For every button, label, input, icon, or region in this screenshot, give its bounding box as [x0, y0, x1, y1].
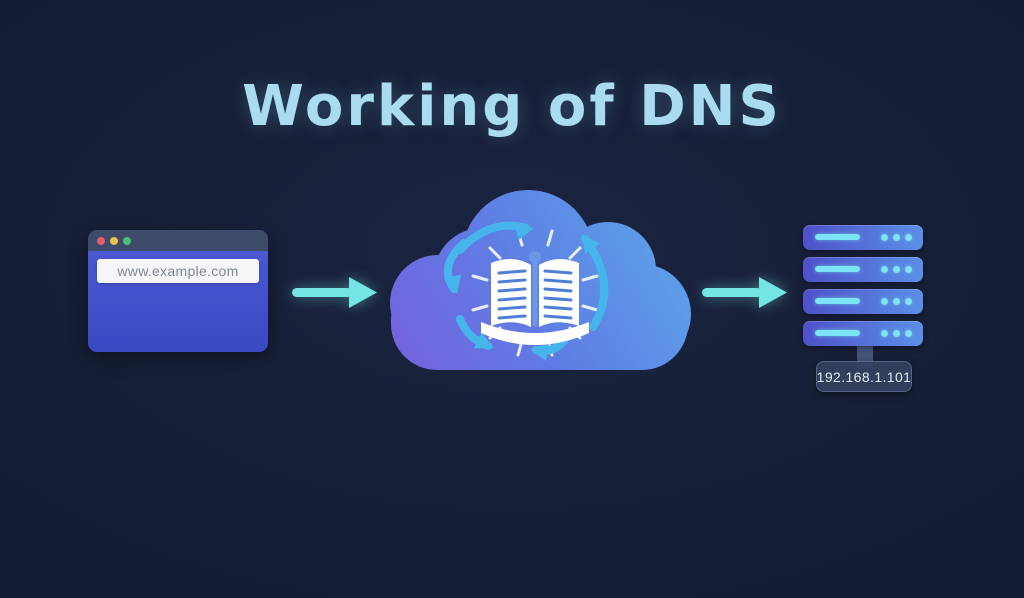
- right-arrow-icon: [292, 277, 377, 308]
- led-dot-icon: [905, 234, 912, 241]
- server-led-dots: [881, 330, 912, 337]
- right-arrow-icon: [702, 277, 787, 308]
- server-unit: [803, 321, 923, 346]
- led-dot-icon: [881, 298, 888, 305]
- browser-window: www.example.com: [88, 230, 268, 352]
- close-dot-icon[interactable]: [97, 236, 105, 245]
- led-dot-icon: [893, 298, 900, 305]
- server-light-bar: [815, 330, 860, 336]
- browser-titlebar: [88, 230, 268, 251]
- led-dot-icon: [893, 266, 900, 273]
- server-light-bar: [815, 234, 860, 240]
- server-light-bar: [815, 266, 860, 272]
- server-stack: [803, 225, 923, 353]
- server-light-bar: [815, 298, 860, 304]
- sync-arrowheads: [443, 222, 600, 361]
- server-led-dots: [881, 234, 912, 241]
- dns-cloud: [390, 190, 691, 370]
- maximize-dot-icon[interactable]: [123, 236, 131, 245]
- open-book-icon: [481, 251, 589, 345]
- address-bar-input[interactable]: www.example.com: [97, 259, 259, 283]
- ip-address-label: 192.168.1.101: [816, 361, 912, 392]
- page-title: Working of DNS: [242, 74, 782, 139]
- led-dot-icon: [893, 234, 900, 241]
- server-unit: [803, 257, 923, 282]
- led-dot-icon: [881, 330, 888, 337]
- led-dot-icon: [905, 298, 912, 305]
- led-dot-icon: [893, 330, 900, 337]
- led-dot-icon: [881, 234, 888, 241]
- server-unit: [803, 289, 923, 314]
- server-led-dots: [881, 266, 912, 273]
- server-led-dots: [881, 298, 912, 305]
- led-dot-icon: [881, 266, 888, 273]
- led-dot-icon: [905, 266, 912, 273]
- led-dot-icon: [905, 330, 912, 337]
- server-unit: [803, 225, 923, 250]
- minimize-dot-icon[interactable]: [110, 236, 118, 245]
